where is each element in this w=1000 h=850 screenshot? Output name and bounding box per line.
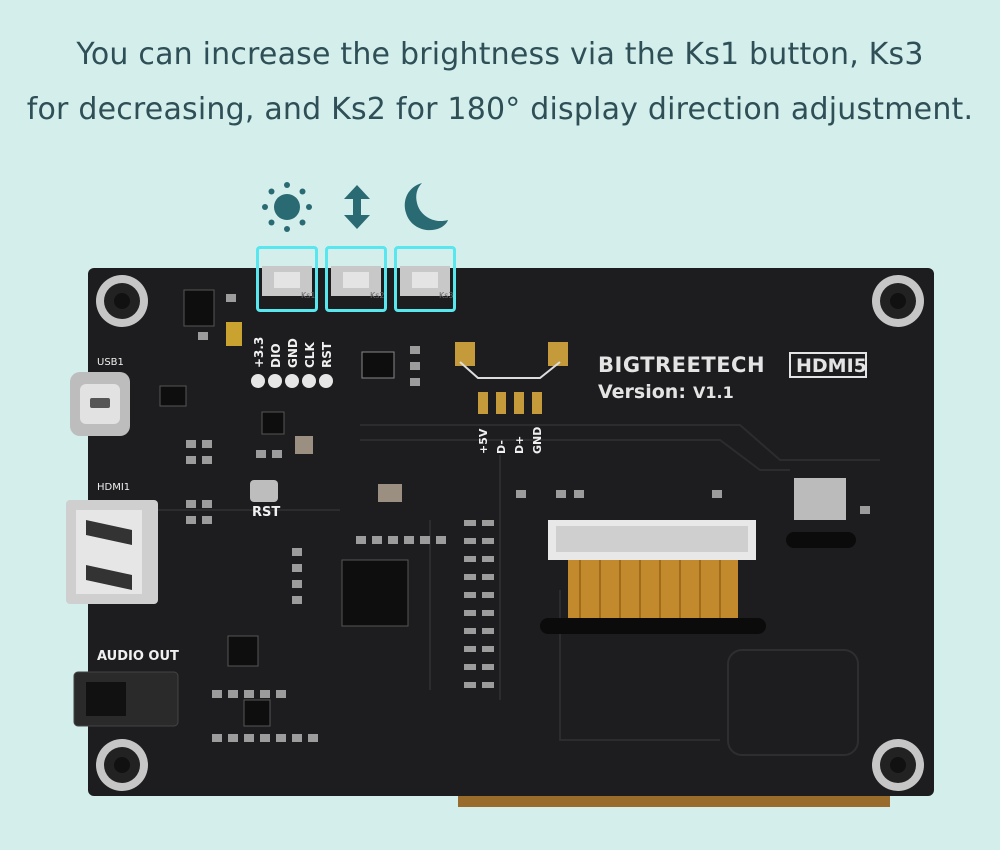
up-down-arrow-icon <box>344 185 370 229</box>
ks3-label: Ks3 <box>439 291 454 300</box>
version-value: V1.1 <box>693 383 734 402</box>
caption-line-2: for decreasing, and Ks2 for 180° display… <box>26 92 974 127</box>
audio-chip <box>227 635 259 667</box>
brand-logo: BIGTREETECH <box>598 353 765 377</box>
rst-label: RST <box>252 505 280 520</box>
traces <box>150 424 880 741</box>
version-label: Version: <box>598 381 686 403</box>
header-pin-label-3v3: +3.3 <box>252 337 266 368</box>
fpc-connector <box>540 478 856 634</box>
audio-jack <box>73 671 179 727</box>
caption-line-1: You can increase the brightness via the … <box>76 37 924 72</box>
header-pin-label-dio: DIO <box>269 343 283 368</box>
header-pin-label-rst: RST <box>320 341 334 368</box>
small-chip <box>261 411 285 435</box>
usb-pin-label-gnd: GND <box>531 427 544 454</box>
usb-chip <box>159 385 187 407</box>
inductor <box>183 289 215 327</box>
ks2-label: Ks2 <box>370 291 385 300</box>
mounting-holes <box>96 275 924 791</box>
regulator <box>361 351 395 379</box>
usb-pin-label-5v: +5V <box>477 428 490 454</box>
header-pin-label-clk: CLK <box>303 342 317 368</box>
sun-icon <box>262 182 312 232</box>
hdmi-label: HDMI1 <box>97 482 130 493</box>
moon-icon <box>404 183 448 231</box>
smd-resistors <box>186 294 870 742</box>
tact-buttons <box>262 266 450 296</box>
usb-pin-label-dplus: D+ <box>513 436 526 454</box>
jst-connector <box>455 342 568 414</box>
hdmi-connector <box>66 500 158 604</box>
ks1-label: Ks1 <box>301 291 316 300</box>
tantalum-cap <box>226 322 242 346</box>
main-chip <box>341 559 409 627</box>
usb-label: USB1 <box>97 357 124 368</box>
audio-out-label: AUDIO OUT <box>97 649 179 664</box>
rst-button <box>250 480 278 502</box>
fpc-tail <box>458 795 890 807</box>
amp-chip <box>243 699 271 727</box>
header-pin-label-gnd: GND <box>286 338 300 368</box>
pcb-body <box>88 268 934 796</box>
usb-c-connector <box>70 372 130 436</box>
ks2-button[interactable] <box>325 246 387 312</box>
ks1-button[interactable] <box>256 246 318 312</box>
ks3-button[interactable] <box>394 246 456 312</box>
crystal <box>295 436 313 454</box>
crystal-2 <box>378 484 402 502</box>
model-label: HDMI5 <box>796 355 867 377</box>
usb-pin-label-dminus: D- <box>495 440 508 454</box>
header-pins <box>251 374 333 388</box>
